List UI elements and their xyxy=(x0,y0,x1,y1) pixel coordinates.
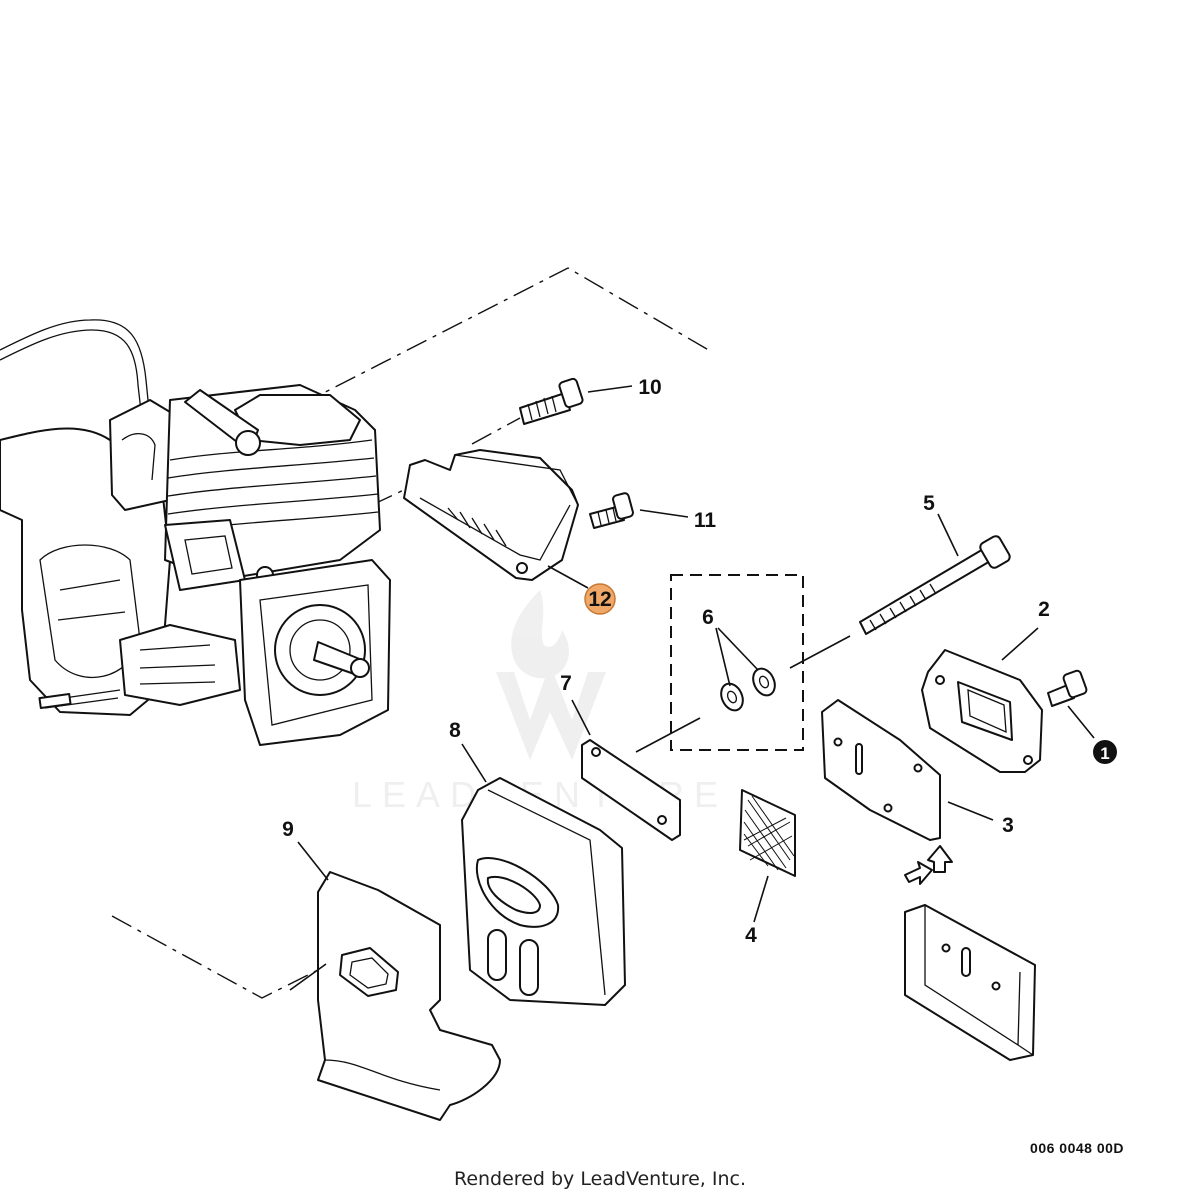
callout-4: 4 xyxy=(745,924,757,947)
part-11-screw xyxy=(589,492,634,529)
callout-6: 6 xyxy=(702,606,714,629)
part-9-heat-shield xyxy=(317,871,501,1121)
engine-assembly xyxy=(0,319,391,746)
callout-labels: 10 11 5 2 6 7 8 9 3 4 1 12 xyxy=(282,376,1117,947)
callout-3: 3 xyxy=(1002,814,1014,837)
part-1-bolt xyxy=(1047,669,1088,707)
callout-12-highlight[interactable]: 12 xyxy=(584,583,616,615)
leader-lines xyxy=(289,385,1095,991)
callout-1: 1 xyxy=(1100,744,1109,763)
part-box-plate xyxy=(904,904,1036,1061)
callout-12[interactable]: 12 xyxy=(588,588,611,611)
direction-arrows xyxy=(904,845,953,885)
part-3-gasket xyxy=(821,699,941,841)
part-12-cover xyxy=(403,449,579,581)
part-8-muffler xyxy=(461,777,626,1006)
part-10-bolt xyxy=(519,377,584,425)
part-4-screen xyxy=(739,789,796,877)
part-2-flange xyxy=(921,649,1043,773)
callout-2: 2 xyxy=(1038,598,1050,621)
render-credit: Rendered by LeadVenture, Inc. xyxy=(453,1168,747,1190)
callout-9: 9 xyxy=(282,818,294,841)
part-7-gasket xyxy=(581,739,681,841)
callout-1-badge: 1 xyxy=(1093,740,1117,764)
callout-5: 5 xyxy=(923,492,935,515)
drawing-number: 006 0048 00D xyxy=(1030,1140,1124,1156)
callout-11: 11 xyxy=(694,509,717,532)
callout-10: 10 xyxy=(638,376,661,399)
callout-7: 7 xyxy=(560,672,572,695)
part-6-washers-group xyxy=(670,574,804,751)
part-5-long-bolt xyxy=(859,535,1011,635)
callout-8: 8 xyxy=(449,719,461,742)
